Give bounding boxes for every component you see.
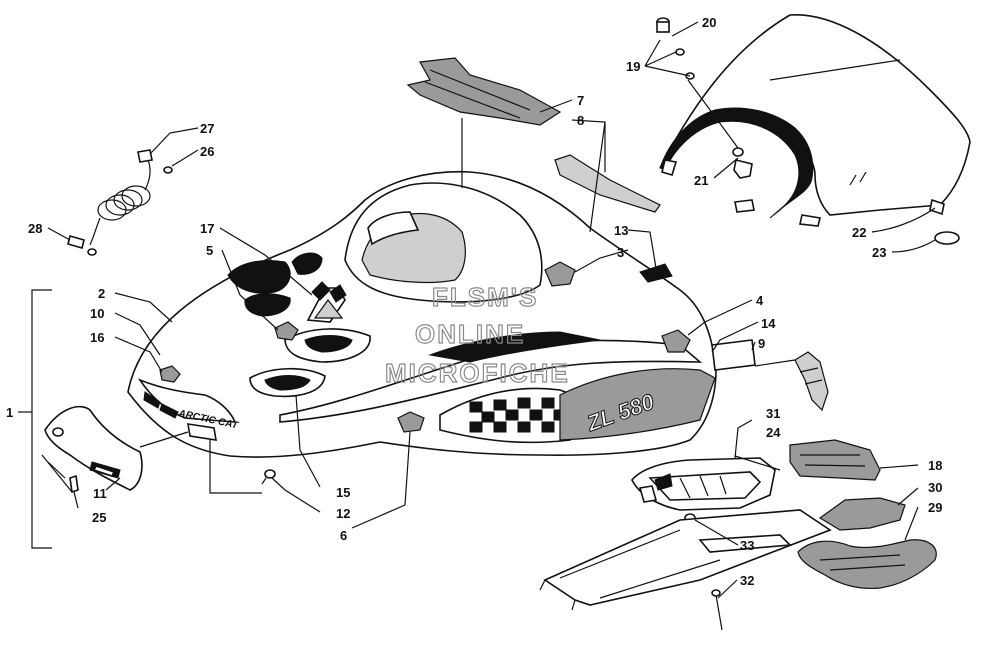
callout-32: 32 xyxy=(740,573,754,588)
watermark-line-3: MICROFICHE xyxy=(385,358,570,388)
callout-28: 28 xyxy=(28,221,42,236)
callout-25: 25 xyxy=(92,510,106,525)
callout-4: 4 xyxy=(756,293,764,308)
callout-29: 29 xyxy=(928,500,942,515)
watermark: FLSM'S ONLINE MICROFICHE xyxy=(384,281,570,388)
bumper-bracket xyxy=(187,423,217,441)
callout-19: 19 xyxy=(626,59,640,74)
callout-16: 16 xyxy=(90,330,104,345)
callout-13: 13 xyxy=(614,223,628,238)
callout-12: 12 xyxy=(336,506,350,521)
callout-18: 18 xyxy=(928,458,942,473)
pad-29 xyxy=(797,539,937,590)
screw-32 xyxy=(711,589,723,631)
callout-33: 33 xyxy=(740,538,754,553)
callout-8: 8 xyxy=(577,113,584,128)
cover-18 xyxy=(789,439,881,481)
model-decal: ZL 580 xyxy=(559,368,716,441)
top-decal-8 xyxy=(554,154,661,213)
callout-17: 17 xyxy=(200,221,214,236)
callout-labels: 1 2 3 4 5 6 7 8 9 10 11 12 13 14 15 16 1… xyxy=(6,15,942,588)
callout-24: 24 xyxy=(766,425,781,440)
tunnel-plate xyxy=(539,509,832,611)
pad-30 xyxy=(818,497,906,531)
callout-7: 7 xyxy=(577,93,584,108)
watermark-line-2: ONLINE xyxy=(415,319,525,349)
front-bumper-11 xyxy=(44,405,143,494)
decal-4 xyxy=(661,329,691,353)
callout-31: 31 xyxy=(766,406,780,421)
decal-13 xyxy=(639,263,673,283)
emblem xyxy=(306,281,347,323)
hood: ZL 580 ARCTIC CAT xyxy=(127,170,756,458)
callout-1: 1 xyxy=(6,405,13,420)
windshield-hardware xyxy=(656,17,960,245)
callout-22: 22 xyxy=(852,225,866,240)
top-decal-7 xyxy=(406,57,562,126)
callout-30: 30 xyxy=(928,480,942,495)
callout-21: 21 xyxy=(694,173,708,188)
rear-decal-14 xyxy=(794,351,829,412)
windshield xyxy=(659,14,971,227)
callout-20: 20 xyxy=(702,15,716,30)
callout-27: 27 xyxy=(200,121,214,136)
callout-2: 2 xyxy=(98,286,105,301)
callout-26: 26 xyxy=(200,144,214,159)
callout-23: 23 xyxy=(872,245,886,260)
grommet-22 xyxy=(929,198,945,216)
leader-lines xyxy=(18,21,936,599)
tether-cord xyxy=(67,149,173,256)
callout-11: 11 xyxy=(93,486,107,501)
callout-6: 6 xyxy=(340,528,347,543)
dash-assembly xyxy=(631,457,776,523)
callout-3: 3 xyxy=(617,245,624,260)
callout-9: 9 xyxy=(758,336,765,351)
watermark-line-1: FLSM'S xyxy=(432,282,538,312)
callout-14: 14 xyxy=(761,316,776,331)
bolt-12 xyxy=(261,469,276,485)
decal-5 xyxy=(274,321,299,341)
decal-3 xyxy=(544,261,576,287)
decal-6 xyxy=(397,411,425,433)
callout-10: 10 xyxy=(90,306,104,321)
decal-16 xyxy=(159,365,181,383)
callout-5: 5 xyxy=(206,243,213,258)
callout-15: 15 xyxy=(336,485,350,500)
decal-9 xyxy=(711,339,756,371)
